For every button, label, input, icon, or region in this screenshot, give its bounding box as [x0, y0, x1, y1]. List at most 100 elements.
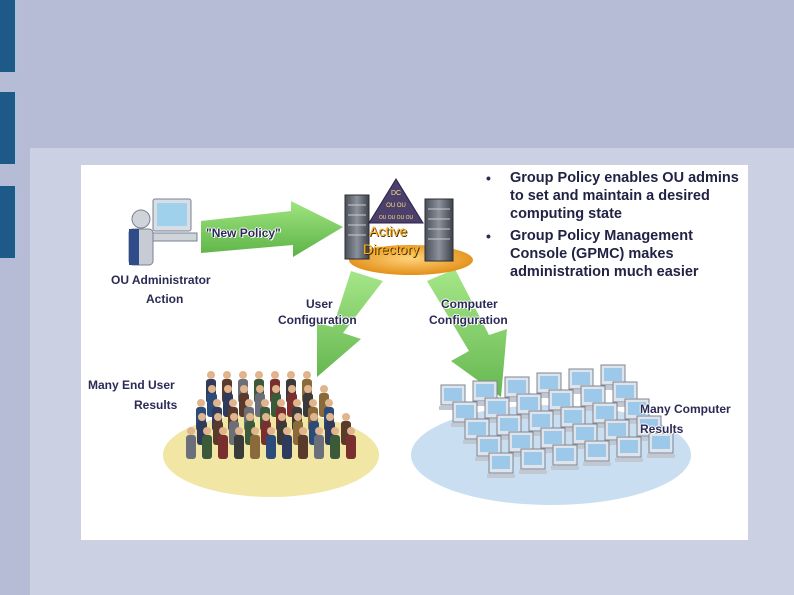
person-head	[303, 371, 311, 379]
person-head	[309, 399, 317, 407]
computer-screen	[628, 402, 646, 415]
computer-screen	[520, 397, 538, 410]
person-body	[346, 435, 356, 459]
person-head	[208, 385, 216, 393]
computer-grid-icon	[439, 364, 675, 478]
person-head	[283, 427, 291, 435]
person-head	[267, 427, 275, 435]
person-head	[288, 385, 296, 393]
person-head	[262, 413, 270, 421]
active-directory-label-line2: Directory	[363, 241, 420, 257]
sidebar-accent-bar-1	[0, 0, 17, 72]
person-head	[325, 399, 333, 407]
person-head	[239, 371, 247, 379]
computer-configuration-label-1: Computer	[441, 297, 498, 311]
sidebar-accent-bar-3	[0, 186, 17, 258]
person-head	[294, 413, 302, 421]
person-body	[298, 435, 308, 459]
person-body	[282, 435, 292, 459]
person-head	[278, 413, 286, 421]
computer-screen	[512, 435, 530, 448]
active-directory-label-line1: Active	[369, 223, 408, 239]
person-head	[240, 385, 248, 393]
computer-keyboard	[487, 474, 515, 478]
person-head	[347, 427, 355, 435]
computer-screen	[508, 380, 526, 393]
person-head	[219, 427, 227, 435]
person-head	[342, 413, 350, 421]
computer-screen	[492, 456, 510, 469]
computer-screen	[596, 406, 614, 419]
person-head	[277, 399, 285, 407]
tree-ou-row-2: OU OU OU OU	[379, 215, 414, 221]
computer-screen	[652, 436, 670, 449]
computer-keyboard	[615, 458, 643, 462]
computer-keyboard	[519, 470, 547, 474]
server-right	[424, 198, 454, 262]
person-head	[320, 385, 328, 393]
person-head	[256, 385, 264, 393]
person-head	[255, 371, 263, 379]
bullet-list: • Group Policy enables OU admins to set a…	[486, 169, 741, 285]
tree-dc-label: DC	[391, 190, 401, 197]
computer-screen	[584, 389, 602, 402]
computer-screen	[576, 427, 594, 440]
person-body	[186, 435, 196, 459]
end-user-results-label: Results	[134, 398, 178, 412]
person-body	[202, 435, 212, 459]
tree-ou-row-1: OU OU	[386, 203, 406, 209]
person-head	[207, 371, 215, 379]
person-head	[213, 399, 221, 407]
computer-keyboard	[583, 462, 611, 466]
bullet-text: Group Policy Management Console (GPMC) m…	[510, 228, 699, 280]
server-slots	[348, 204, 450, 240]
computer-screen	[488, 401, 506, 414]
computer-screen	[616, 385, 634, 398]
many-end-user-label: Many End User	[88, 378, 175, 392]
user-configuration-arrow	[317, 271, 383, 377]
person-head	[271, 371, 279, 379]
computer-screen	[604, 368, 622, 381]
admin-computer-icon	[128, 198, 198, 266]
person-head	[326, 413, 334, 421]
person-head	[246, 413, 254, 421]
computer-screen	[640, 419, 658, 432]
person-head	[331, 427, 339, 435]
crowd-of-users-icon	[186, 371, 356, 459]
diagram-graphics: DC OU OU OU OU OU OU	[128, 178, 691, 505]
person-head	[315, 427, 323, 435]
new-policy-arrow	[201, 201, 343, 257]
person-head	[198, 413, 206, 421]
person-body	[266, 435, 276, 459]
many-computer-label: Many Computer	[640, 402, 731, 416]
computer-screen	[524, 452, 542, 465]
computer-screen	[572, 372, 590, 385]
person-head	[261, 399, 269, 407]
bullet-dot: •	[486, 170, 491, 186]
server-left	[344, 194, 370, 260]
computer-results-label: Results	[640, 422, 684, 436]
computer-keyboard	[551, 466, 579, 470]
user-configuration-label-2: Configuration	[278, 313, 357, 327]
user-configuration-label-1: User	[306, 297, 333, 311]
person-head	[310, 413, 318, 421]
person-head	[230, 413, 238, 421]
person-head	[245, 399, 253, 407]
person-head	[229, 399, 237, 407]
computer-screen	[608, 423, 626, 436]
computer-keyboard	[647, 454, 675, 458]
computer-screen	[564, 410, 582, 423]
computer-screen	[544, 431, 562, 444]
computer-screen	[480, 439, 498, 452]
computer-screen	[552, 393, 570, 406]
computer-screen	[556, 448, 574, 461]
computer-screen	[620, 440, 638, 453]
person-body	[234, 435, 244, 459]
person-head	[235, 427, 243, 435]
computer-screen	[476, 384, 494, 397]
bullet-text: Group Policy enables OU admins to set an…	[510, 170, 739, 222]
bullet-dot: •	[486, 228, 491, 244]
person-head	[293, 399, 301, 407]
person-head	[214, 413, 222, 421]
person-head	[299, 427, 307, 435]
